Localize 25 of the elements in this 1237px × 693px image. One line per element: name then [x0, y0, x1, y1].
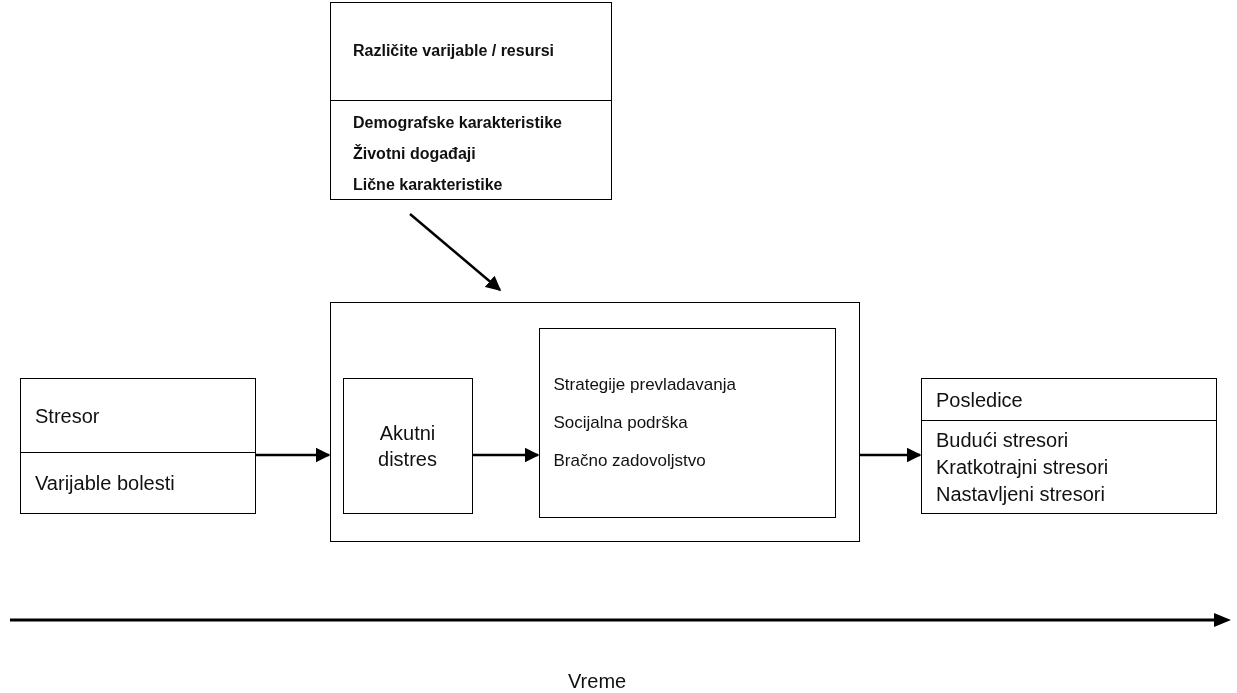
arrow [409, 213, 502, 291]
arrow [256, 447, 331, 463]
process-box [538, 327, 836, 518]
list-item: Nastavljeni stresori [936, 482, 1106, 507]
box-heading: Stresor [35, 403, 100, 429]
list-item: Životni događaji [353, 143, 477, 164]
process-box [330, 2, 612, 200]
arrow [860, 447, 922, 463]
list-item: Budući stresori [936, 428, 1070, 453]
list-item: Strategije prevladavanja [553, 373, 737, 396]
node-label: Akutni distres [377, 420, 438, 472]
list-item: Lične karakteristike [353, 175, 504, 195]
list-item: Socijalna podrška [553, 411, 689, 434]
box-heading: Posledice [936, 387, 1023, 413]
list-item: Kratkotrajni stresori [936, 455, 1110, 480]
box-heading: Različite varijable / resursi [353, 41, 554, 62]
process-box [342, 377, 473, 514]
empty-box [330, 302, 860, 542]
axis-label: Vreme [568, 670, 627, 693]
list-item: Demografske karakteristike [353, 113, 563, 133]
list-item: Bračno zadovoljstvo [553, 449, 707, 472]
arrow [473, 447, 540, 463]
process-box [20, 378, 256, 514]
list-item: Varijable bolesti [35, 471, 176, 496]
process-box [921, 378, 1217, 514]
